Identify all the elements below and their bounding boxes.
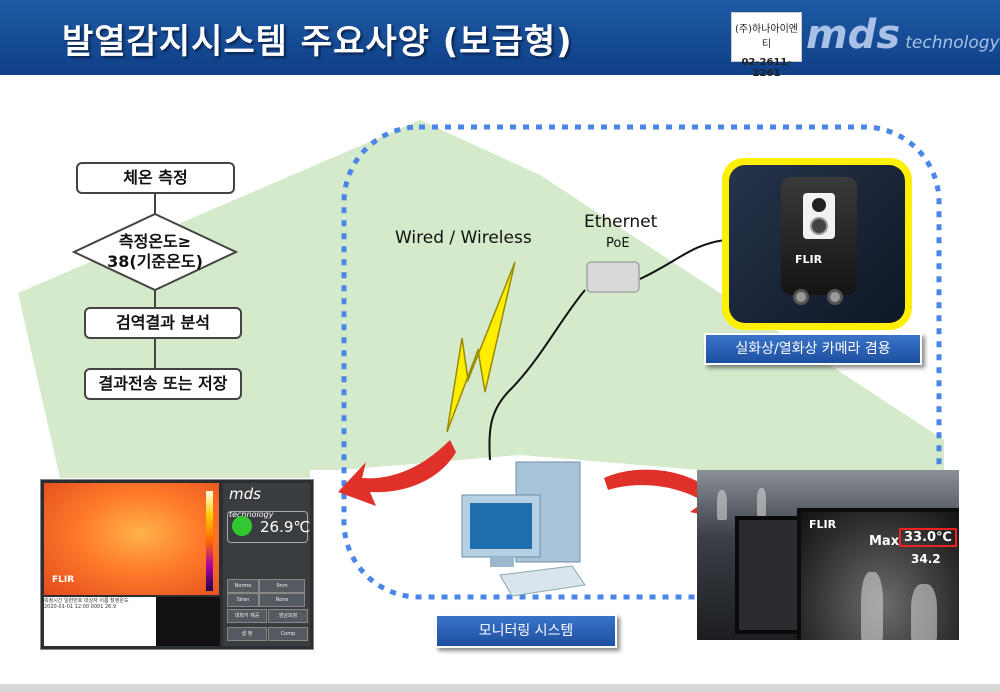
- thermal-person: [861, 572, 883, 640]
- log-table: 측정시간 일련번호 대상자 이름 촬영온도 2020-01-01 12:00 0…: [44, 597, 156, 646]
- flow-step-send: 결과전송 또는 저장: [84, 368, 242, 400]
- flow-decision: 측정온도≥ 38(기준온도): [84, 232, 226, 272]
- camera-label: 실화상/열화상 카메라 겸용: [704, 333, 922, 365]
- camera-lens-plate: [803, 193, 835, 239]
- field-label: Norme: [227, 579, 259, 593]
- computer-icon: [461, 461, 586, 597]
- flow-step-analyze: 검역결과 분석: [84, 307, 242, 339]
- comp-button[interactable]: Comp: [268, 627, 308, 641]
- video-preview: [156, 597, 220, 646]
- camera-brand: FLIR: [795, 253, 823, 266]
- monitor-cable: [488, 289, 586, 461]
- camera-body: FLIR: [781, 177, 857, 305]
- mds-logo-sub: technology: [905, 33, 1000, 53]
- wireless-lightning-icon: [446, 261, 516, 433]
- provide-button[interactable]: 대피카 제공: [227, 609, 267, 623]
- flow-step-measure: 체온 측정: [76, 162, 235, 194]
- camera-connector-icon: [827, 289, 843, 305]
- contact-company: (주)하나아이엔티: [734, 24, 798, 50]
- thermal-scale-bar: [206, 491, 213, 591]
- mds-logo-main: mds: [806, 12, 901, 58]
- monitoring-boundary: [341, 124, 942, 600]
- status-ok-icon: [232, 516, 252, 536]
- monitor-max-value: 33.0℃: [899, 528, 957, 547]
- camera-connector-icon: [793, 289, 809, 305]
- mds-logo: mds technology: [806, 12, 1000, 58]
- thermal-person: [911, 584, 937, 640]
- table-row: 측정시간 일련번호 대상자 이름 촬영온도: [44, 598, 129, 604]
- header-bar: 발열감지시스템 주요사양 (보급형) (주)하나아이엔티 02-2611-226…: [0, 0, 1000, 79]
- camera-image: FLIR: [722, 158, 912, 330]
- settings-button[interactable]: 설 정: [227, 627, 267, 641]
- contact-box: (주)하나아이엔티 02-2611-2261: [731, 12, 802, 79]
- poe-injector: [586, 261, 640, 293]
- thermal-flir-badge: FLIR: [52, 575, 75, 585]
- app-logo-sub: technology: [229, 510, 274, 519]
- green-coverage-plane: [18, 120, 944, 478]
- ethernet-cable: [639, 239, 726, 280]
- camera-lens-icon: [812, 198, 826, 212]
- camera-background: FLIR: [729, 165, 905, 323]
- background-person: [757, 488, 766, 516]
- poe-label: PoE: [606, 236, 630, 251]
- monitor-photo: FLIR Max 33.0℃ 34.2: [697, 470, 959, 640]
- table-row: 2020-01-01 12:00 0001 26.9: [44, 604, 117, 610]
- page-title: 발열감지시스템 주요사양 (보급형): [62, 22, 573, 62]
- field-label: Siren: [227, 593, 259, 607]
- monitor-flir-badge: FLIR: [809, 518, 837, 531]
- monitor-max-label: Max: [869, 534, 900, 549]
- arrow-to-app-icon: [338, 440, 456, 506]
- camera-thermal-lens-icon: [810, 217, 828, 235]
- ethernet-label: Ethernet: [584, 212, 658, 232]
- flow-decision-line1: 측정온도≥: [118, 232, 192, 251]
- control-panel: mds technology 26.9℃ Norme 9nm Siren Non…: [223, 483, 310, 646]
- monitoring-label: 모니터링 시스템: [435, 614, 617, 648]
- thermal-view: FLIR: [44, 483, 219, 595]
- app-logo-main: mds: [229, 485, 261, 503]
- thermal-monitor-screen: FLIR Max 33.0℃ 34.2: [797, 508, 959, 640]
- app-logo: mds technology: [229, 485, 310, 521]
- app-screenshot: FLIR 측정시간 일련번호 대상자 이름 촬영온도 2020-01-01 12…: [40, 479, 314, 650]
- flow-decision-line2: 38(기준온도): [107, 252, 203, 271]
- monitor-min-value: 34.2: [911, 552, 941, 566]
- wired-wireless-label: Wired / Wireless: [395, 228, 532, 248]
- temperature-value: 26.9℃: [260, 518, 311, 536]
- footer-bar: [0, 684, 1000, 692]
- contact-phone: 02-2611-2261: [741, 57, 792, 79]
- decision-diamond: [71, 212, 239, 292]
- background-person: [717, 490, 727, 520]
- image-correction-button[interactable]: 영상보정: [268, 609, 308, 623]
- temperature-display: 26.9℃: [227, 511, 311, 543]
- field-value[interactable]: None: [259, 593, 305, 607]
- field-value[interactable]: 9nm: [259, 579, 305, 593]
